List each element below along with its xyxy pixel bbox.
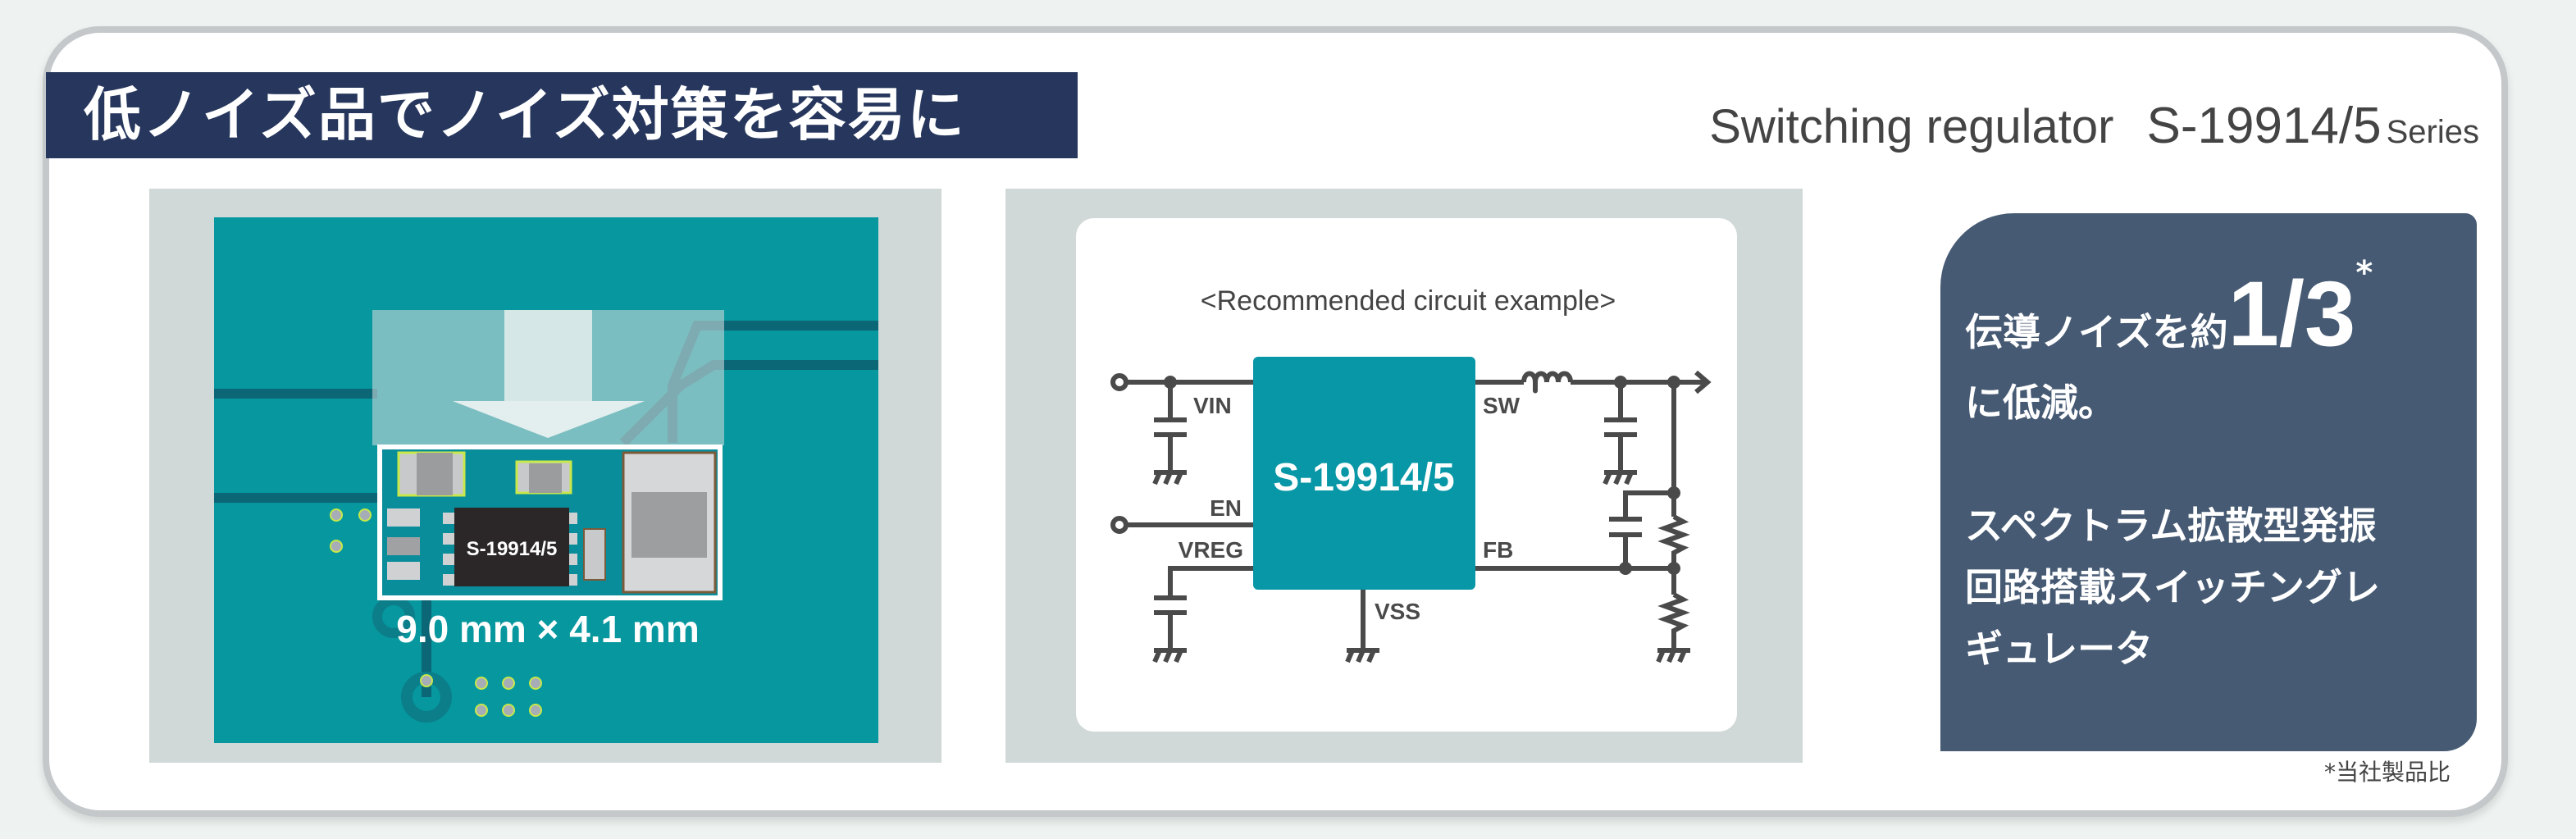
pcb-illustration: S-19914/5 9.0 mm × 4.1 mm: [214, 217, 878, 743]
ground-icon: [1603, 470, 1637, 486]
feature-card: 伝導ノイズを約1/3* に低減。 スペクトラム拡散型発振 回路搭載スイッチングレ…: [1940, 213, 2477, 751]
circuit-title: <Recommended circuit example>: [1201, 285, 1616, 317]
feature-description-line1: スペクトラム拡散型発振: [1965, 504, 2377, 548]
circuit-diagram: <Recommended circuit example>: [1076, 218, 1737, 732]
circuit-chip-label: S-19914/5: [1273, 456, 1455, 499]
ground-icon: [1656, 648, 1690, 663]
pin-en-label: EN: [1210, 495, 1242, 521]
pin-vreg-label: VREG: [1179, 537, 1243, 563]
feature-description-line2: 回路搭載スイッチングレ: [1965, 565, 2380, 609]
series-label: Series: [2386, 114, 2479, 150]
regulator-ic-block: [1253, 357, 1475, 590]
feature-description-line3: ギュレータ: [1965, 627, 2154, 671]
noise-ratio: 1/3: [2227, 262, 2356, 365]
noise-reduction-headline: 伝導ノイズを約1/3*: [1965, 254, 2373, 367]
pin-vss-label: VSS: [1375, 599, 1420, 624]
circuit-panel: <Recommended circuit example>: [1005, 189, 1803, 763]
board-dimension: 9.0 mm × 4.1 mm: [396, 608, 699, 650]
ground-icon: [1152, 648, 1187, 663]
pcb-image-panel: S-19914/5 9.0 mm × 4.1 mm: [149, 189, 941, 763]
noise-text: 伝導ノイズを約: [1965, 310, 2228, 354]
pin-fb-label: FB: [1483, 537, 1513, 563]
pin-sw-label: SW: [1483, 393, 1521, 418]
part-number: S-19914/5: [2146, 98, 2382, 154]
banner-title: 低ノイズ品でノイズ対策を容易に: [46, 72, 1078, 158]
ground-icon: [1152, 470, 1187, 486]
pin-vin-label: VIN: [1193, 393, 1232, 418]
down-arrow-icon: [453, 310, 645, 438]
asterisk: *: [2355, 254, 2373, 292]
pcb-chip-label: S-19914/5: [467, 538, 558, 560]
regulator-chip: [454, 508, 569, 586]
ground-icon: [1345, 648, 1379, 663]
product-type: Switching regulator: [1709, 100, 2114, 153]
noise-reduction-text: に低減。: [1965, 381, 2116, 425]
footnote: *当社製品比: [2324, 759, 2451, 786]
